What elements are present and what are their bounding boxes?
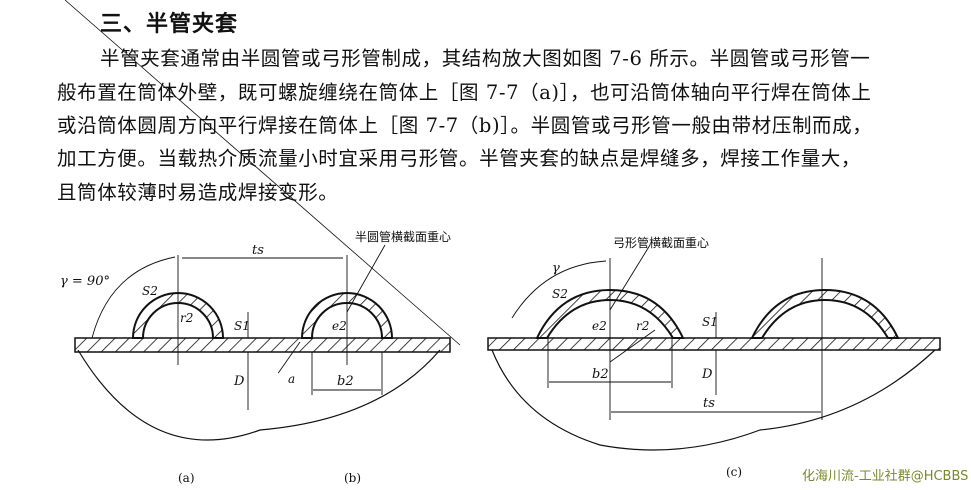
paragraph-line: 半管夹套通常由半圆管或弓形管制成，其结构放大图如图 7-6 所示。半圆管或弓形管… — [100, 47, 871, 70]
label-b2: b2 — [337, 374, 354, 389]
label-gamma: γ = 90° — [60, 274, 110, 289]
label-gamma-c: γ — [552, 261, 560, 276]
section-title: 三、半管夹套 — [100, 12, 239, 37]
paragraph-line: 般布置在筒体外壁，既可螺旋缠绕在筒体上［图 7-7（a)］，也可沿筒体轴向平行焊… — [57, 81, 872, 104]
label-D: D — [233, 374, 245, 389]
paragraph-line: 或沿筒体圆周方向平行焊接在筒体上［图 7-7（b)］。半圆管或弓形管一般由带材压… — [57, 114, 873, 137]
diagram-ab — [64, 0, 461, 441]
paragraph-line: 加工方便。当载热介质流量小时宜采用弓形管。半管夹套的缺点是焊缝多，焊接工作量大， — [57, 147, 862, 170]
paragraph-line: 且筒体较薄时易造成焊接变形。 — [57, 181, 339, 204]
label-a: a — [288, 372, 295, 386]
label-s1: S1 — [234, 319, 250, 333]
diagram-c — [487, 244, 941, 451]
label-s2-c: S2 — [552, 287, 568, 301]
callout-semicircle-centroid: 半圆管横截面重心 — [355, 229, 451, 244]
caption-a: (a) — [178, 471, 195, 485]
caption-b: (b) — [344, 471, 361, 485]
label-e2-c: e2 — [592, 319, 607, 333]
callout-arched-centroid: 弓形管横截面重心 — [613, 235, 709, 250]
label-ts: ts — [252, 243, 264, 258]
label-b2-c: b2 — [592, 367, 609, 382]
caption-c: (c) — [726, 465, 742, 479]
label-r2: r2 — [180, 311, 193, 325]
label-s2: S2 — [142, 284, 158, 298]
label-s1-c: S1 — [702, 315, 718, 329]
label-D-c: D — [701, 367, 713, 382]
watermark: 化海川流-工业社群@HCBBS — [802, 469, 969, 484]
label-ts-c: ts — [703, 396, 715, 411]
label-r2-c: r2 — [636, 319, 649, 333]
label-e2: e2 — [332, 319, 347, 333]
